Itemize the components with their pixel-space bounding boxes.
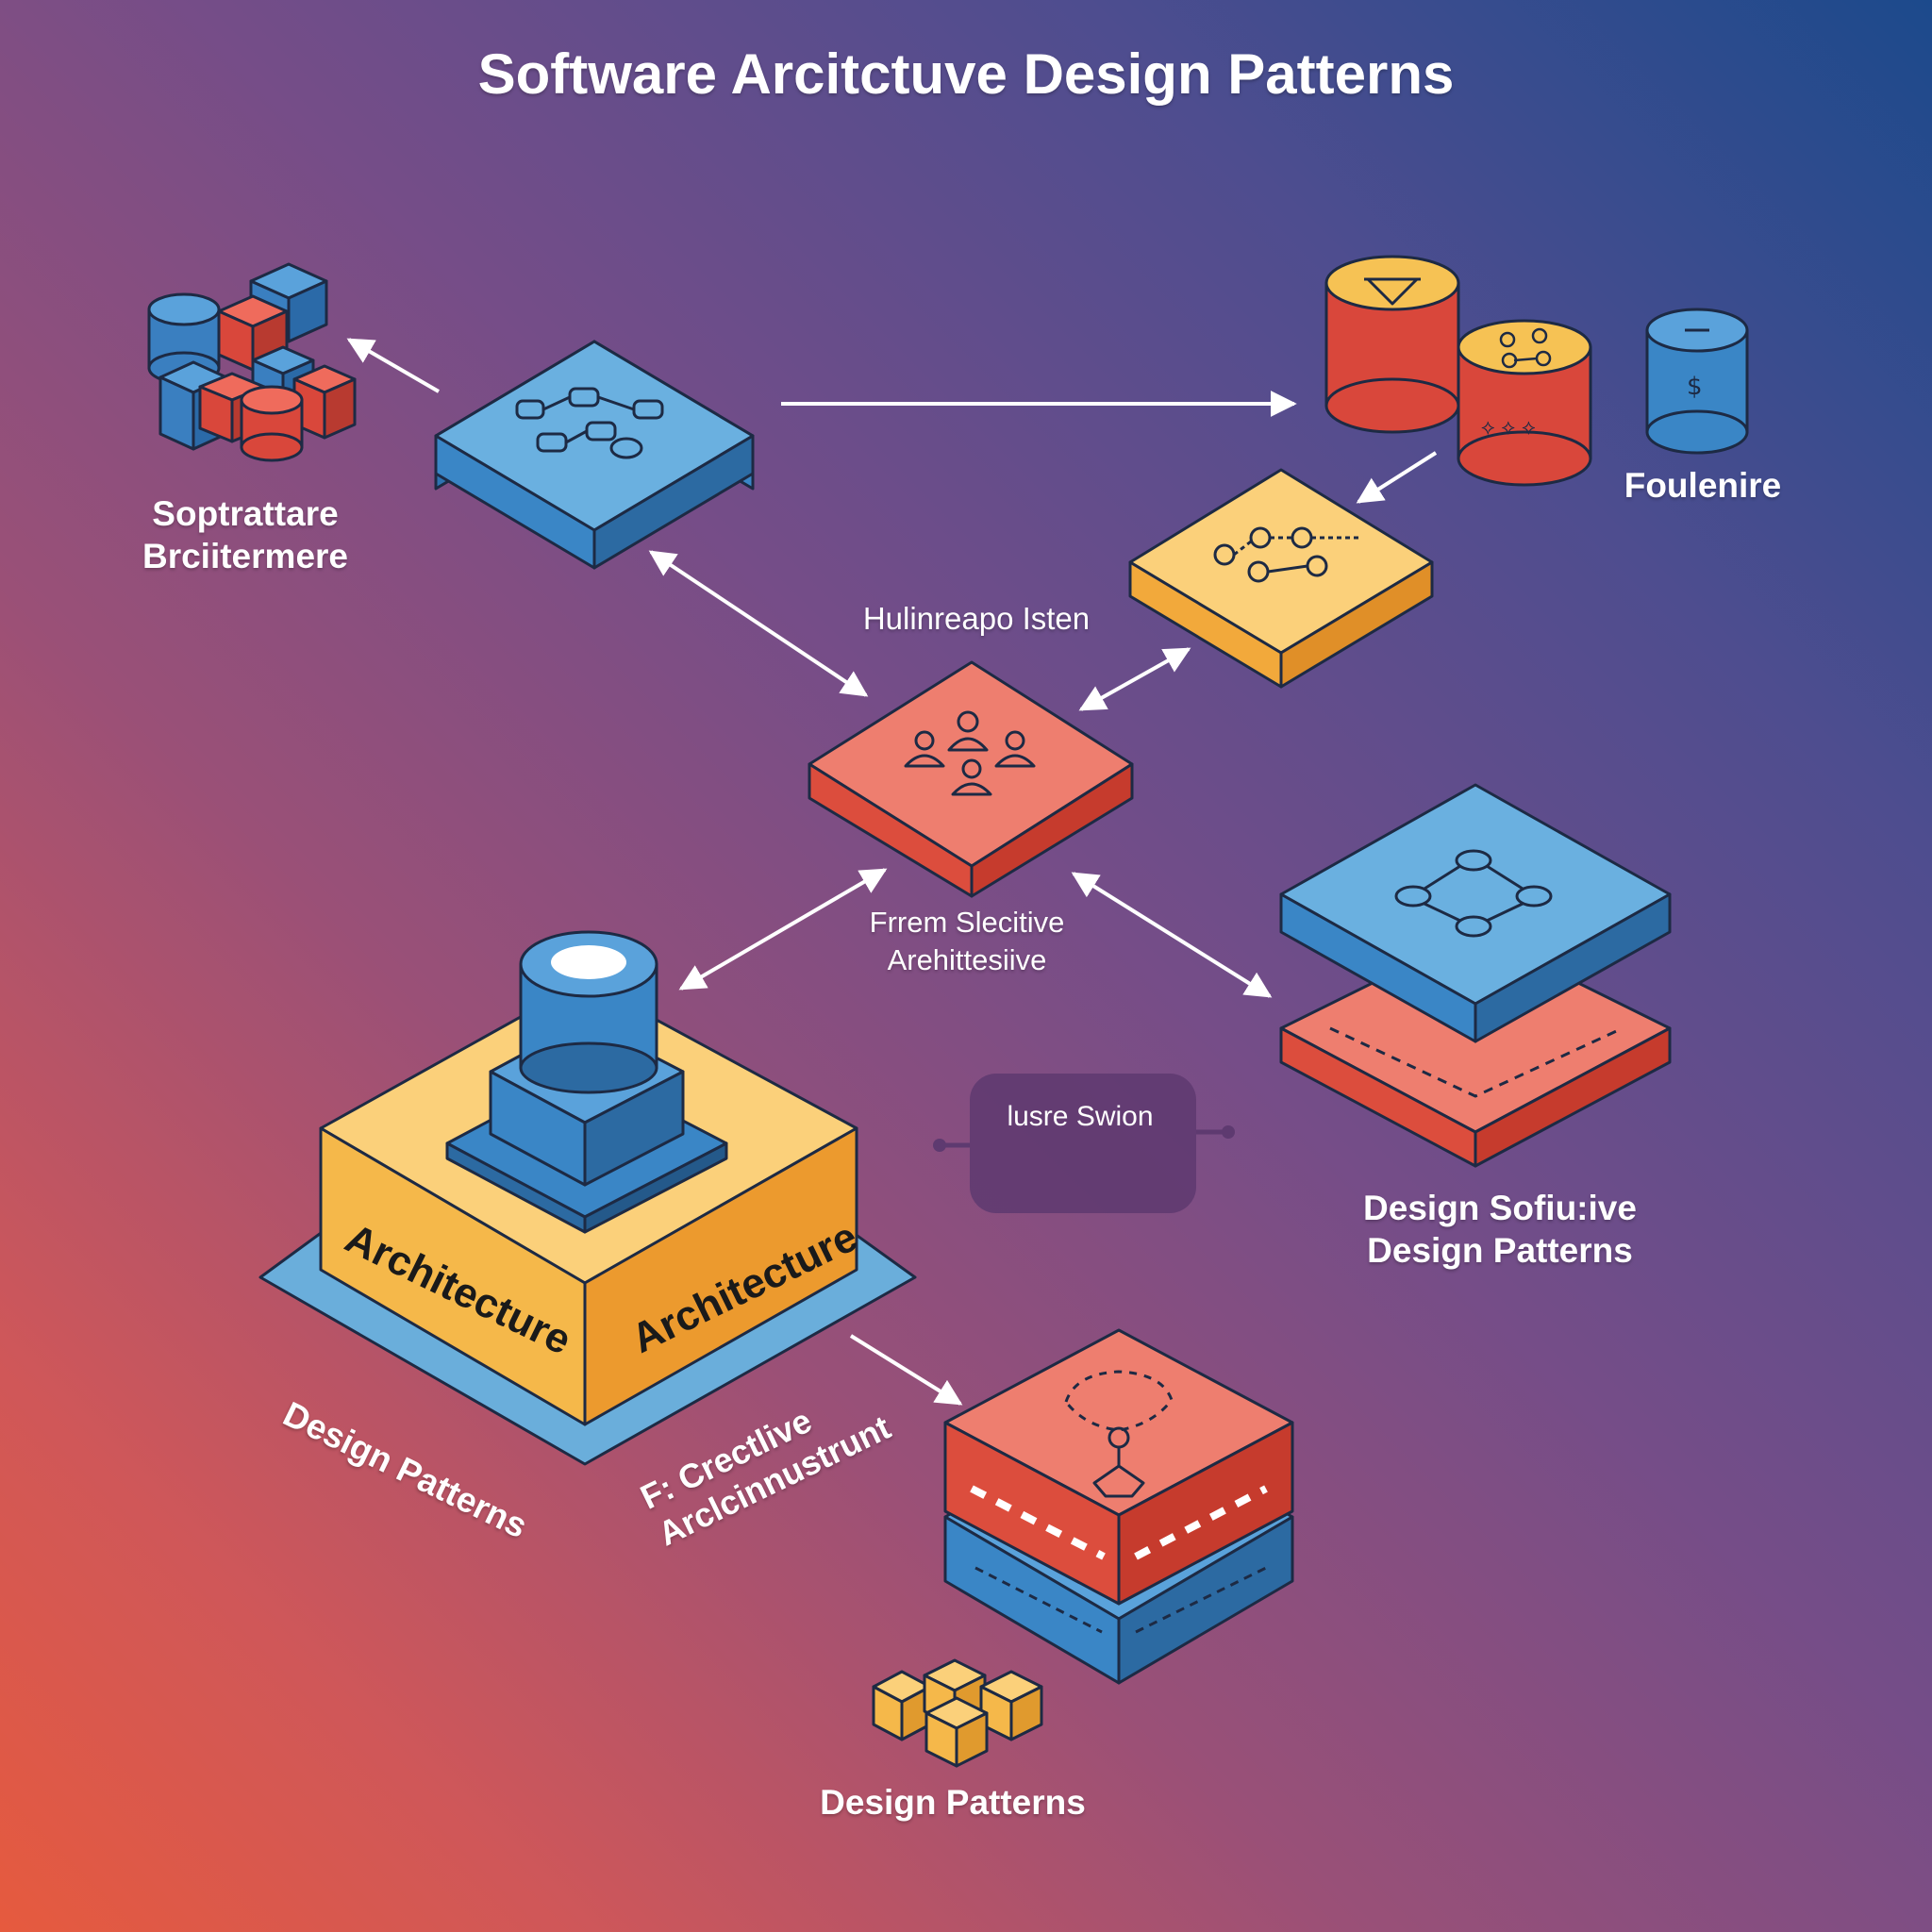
server-cylinder-icon [445,930,728,1234]
top-blue-platform[interactable] [434,340,755,570]
svg-text:⟡ ⟡ ⟡: ⟡ ⟡ ⟡ [1481,416,1536,440]
arrow-center-stack [1071,872,1273,998]
architecture-block[interactable] [258,930,917,1466]
yellow-platform[interactable] [1128,468,1434,689]
arrow-block-to-bottom [849,1334,963,1406]
node-graph-icon [1213,526,1358,583]
red-center-platform[interactable] [808,660,1134,898]
people-group-icon [904,710,1036,796]
status-pill [933,1074,1235,1213]
cube-cluster-icon [147,262,357,462]
arrow-top-center [648,550,869,697]
bottom-label: Design Patterns [820,1783,1086,1822]
page-title: Software Arcitctuve Design Patterns [477,42,1455,106]
svg-text:$: $ [1687,373,1703,401]
arrow-center-yellow [1078,647,1191,711]
arrow-to-cube-cluster [346,338,441,393]
top-right-label: Foulenire [1624,466,1782,505]
blue-red-stack[interactable] [1279,783,1672,1168]
network-icon [1394,849,1553,938]
pill-label: lusre Swion [1007,1101,1154,1132]
cubes-icon [872,1658,1043,1768]
arrow-database-to-yellow [1356,451,1438,504]
connected-shapes-icon [515,387,664,459]
center-label: Hulinreapo Isten [862,601,1091,636]
connector-arrows [346,338,1438,1406]
red-blue-stack[interactable] [943,1328,1294,1685]
hierarchy-icon [1064,1370,1174,1498]
arrow-center-block [678,868,888,991]
database-cylinders[interactable]: ⟡ ⟡ ⟡ $ [1324,255,1749,487]
